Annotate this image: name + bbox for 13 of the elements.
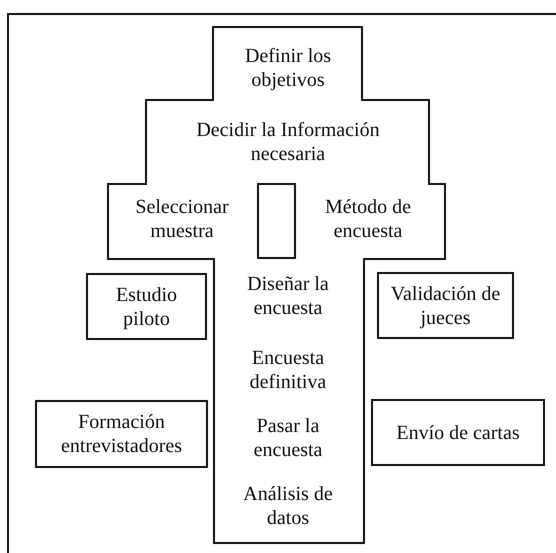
empty-box bbox=[257, 183, 296, 259]
step-text: Pasar la encuesta bbox=[252, 414, 324, 462]
step-text: Definir los objetivos bbox=[244, 44, 332, 92]
step-text: Seleccionar muestra bbox=[134, 195, 230, 243]
step-text: Diseñar la encuesta bbox=[246, 272, 330, 320]
step-box: Validación de jueces bbox=[377, 272, 514, 339]
step-text: Decidir la Información necesaria bbox=[195, 118, 381, 166]
step-text: Método de encuesta bbox=[324, 195, 412, 243]
step-box: Formación entrevistadores bbox=[35, 400, 208, 468]
step-box: Estudio piloto bbox=[86, 273, 207, 340]
step-text: Encuesta definitiva bbox=[248, 346, 328, 394]
step-text: Análisis de datos bbox=[242, 482, 334, 530]
step-box: Envío de cartas bbox=[371, 399, 545, 466]
